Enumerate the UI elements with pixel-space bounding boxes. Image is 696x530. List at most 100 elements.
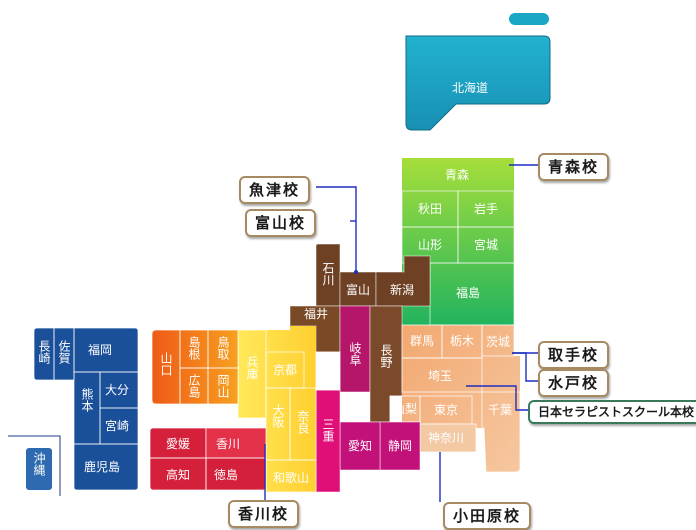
pref-label-toyama: 富山 (346, 282, 370, 297)
pref-label-hiroshima: 広島 (187, 374, 201, 399)
pref-label-saitama: 埼玉 (428, 369, 452, 383)
pref-hiroshima[interactable]: 広島 (179, 367, 209, 405)
school-mito-callout[interactable]: 水戸校 (538, 369, 610, 397)
school-toyama-label: 富山校 (255, 214, 307, 232)
pref-label-kagawa: 香川 (216, 437, 240, 451)
pref-label-kagoshima: 鹿児島 (84, 459, 120, 474)
pref-label-tottori: 鳥取 (216, 335, 230, 360)
pref-label-niigata: 新潟 (390, 282, 414, 297)
pref-tokushima[interactable]: 徳島 (205, 457, 267, 491)
pref-label-mie: 三重 (321, 418, 335, 442)
pref-hyogo[interactable]: 兵庫 (237, 329, 267, 419)
pref-oita[interactable]: 大分 (99, 371, 139, 409)
pref-okinawa[interactable]: 沖縄 (26, 448, 52, 490)
pref-kagoshima[interactable]: 鹿児島 (73, 443, 139, 491)
pref-label-kochi: 高知 (166, 467, 190, 482)
school-odawara-label: 小田原校 (453, 507, 522, 525)
region-chugoku (152, 330, 238, 404)
pref-kanagawa[interactable]: 神奈川 (419, 423, 477, 453)
pref-shimane[interactable]: 島根 (179, 329, 209, 369)
pref-label-aomori: 青森 (445, 167, 469, 182)
pref-label-gunma: 群馬 (410, 334, 434, 348)
pref-label-iwate: 岩手 (474, 201, 498, 216)
pref-nagano[interactable]: 長野 (369, 305, 403, 423)
pref-niigata[interactable]: 新潟 (375, 255, 431, 307)
pref-label-kanagawa: 神奈川 (428, 431, 464, 445)
pref-tochigi[interactable]: 栃木 (441, 324, 483, 359)
pref-nara[interactable]: 奈良 (289, 387, 317, 461)
pref-label-fukushima: 福島 (456, 285, 480, 300)
pref-kochi[interactable]: 高知 (149, 457, 207, 491)
school-odawara-callout[interactable]: 小田原校 (443, 502, 532, 530)
pref-ishikawa[interactable]: 石川 (315, 243, 341, 307)
pref-label-tokyo: 東京 (434, 403, 458, 417)
pref-label-kumamoto: 熊本 (80, 387, 94, 413)
school-kagawa-callout[interactable]: 香川校 (228, 500, 300, 528)
pref-okayama[interactable]: 岡山 (207, 367, 239, 405)
school-headquarters-callout[interactable]: 日本セラピストスクール本校 (528, 400, 696, 424)
pref-gunma[interactable]: 群馬 (401, 324, 443, 359)
pref-yamanashi[interactable]: 山梨 (389, 395, 421, 423)
pref-label-fukuoka: 福岡 (88, 342, 112, 357)
pref-saitama[interactable]: 埼玉 (401, 357, 483, 393)
pref-yamaguchi[interactable]: 山口 (151, 329, 181, 405)
pref-label-miyazaki: 宮崎 (105, 418, 129, 433)
pref-gifu[interactable]: 岐阜 (339, 305, 371, 393)
pref-fukushima[interactable]: 福島 (429, 262, 515, 326)
pref-label-ishikawa: 石川 (321, 262, 335, 286)
pref-akita[interactable]: 秋田 (401, 190, 459, 228)
region-kyushu (34, 328, 138, 490)
pref-wakayama[interactable]: 和歌山 (265, 459, 317, 493)
pref-tottori[interactable]: 鳥取 (207, 329, 239, 369)
pref-shiga[interactable]: 滋賀 (315, 351, 341, 391)
callout-connectors (264, 164, 540, 502)
pref-label-yamagata: 山形 (418, 238, 442, 252)
school-aomori-label: 青森校 (548, 158, 600, 176)
pref-hokkaido[interactable]: 北海道 (405, 35, 551, 131)
pref-chiba[interactable]: 千葉 (481, 391, 521, 473)
pref-miyagi[interactable]: 宮城 (457, 226, 515, 264)
pref-label-hokkaido: 北海道 (452, 80, 488, 95)
pref-ibaraki[interactable]: 茨城 (481, 324, 515, 357)
pref-label-tochigi: 栃木 (450, 334, 474, 348)
connector-headquarters (466, 385, 530, 411)
pref-aichi[interactable]: 愛知 (339, 421, 381, 471)
school-uozu-callout[interactable]: 魚津校 (239, 176, 311, 204)
pref-label-ehime: 愛媛 (166, 437, 190, 451)
pref-label-oita: 大分 (105, 383, 129, 397)
pref-label-okinawa: 沖縄 (32, 452, 46, 476)
pref-ehime[interactable]: 愛媛 (149, 427, 207, 459)
pref-label-shizuoka: 静岡 (388, 439, 412, 453)
pref-mie[interactable]: 三重 (315, 389, 341, 493)
school-toride-label: 取手校 (548, 346, 600, 364)
pref-label-gifu: 岐阜 (348, 342, 362, 366)
pref-toyama[interactable]: 富山 (339, 271, 377, 307)
school-aomori-callout[interactable]: 青森校 (538, 153, 610, 181)
pref-fukuoka[interactable]: 福岡 (73, 327, 139, 373)
connector-uozu (316, 186, 357, 272)
pref-label-ibaraki: 茨城 (486, 335, 510, 349)
pref-tokyo[interactable]: 東京 (419, 395, 473, 425)
region-kinki (238, 326, 316, 492)
pref-kyoto[interactable]: 京都 (265, 351, 305, 389)
pref-label-chiba: 千葉 (488, 403, 512, 417)
school-uozu-label: 魚津校 (249, 181, 301, 199)
pref-aomori[interactable]: 青森 (402, 158, 514, 191)
pref-nagasaki[interactable]: 長崎 (33, 327, 55, 381)
pref-label-fukui: 福井 (304, 306, 328, 321)
pref-label-yamanashi: 山梨 (393, 402, 417, 416)
pref-kumamoto[interactable]: 熊本 (73, 371, 101, 445)
pref-miyazaki[interactable]: 宮崎 (99, 407, 139, 445)
school-toyama-callout[interactable]: 富山校 (245, 209, 317, 237)
pref-label-shiga: 滋賀 (321, 358, 335, 383)
pref-kagawa[interactable]: 香川 (205, 427, 267, 459)
school-mito-label: 水戸校 (548, 374, 600, 392)
pref-iwate[interactable]: 岩手 (457, 190, 515, 228)
pref-label-hyogo: 兵庫 (245, 356, 259, 381)
pref-osaka[interactable]: 大阪 (265, 387, 291, 461)
pref-label-osaka: 大阪 (271, 404, 285, 429)
pref-label-aichi: 愛知 (348, 439, 372, 453)
school-toride-callout[interactable]: 取手校 (538, 341, 610, 369)
pref-saga[interactable]: 佐賀 (53, 327, 75, 381)
pref-shizuoka[interactable]: 静岡 (379, 421, 421, 471)
